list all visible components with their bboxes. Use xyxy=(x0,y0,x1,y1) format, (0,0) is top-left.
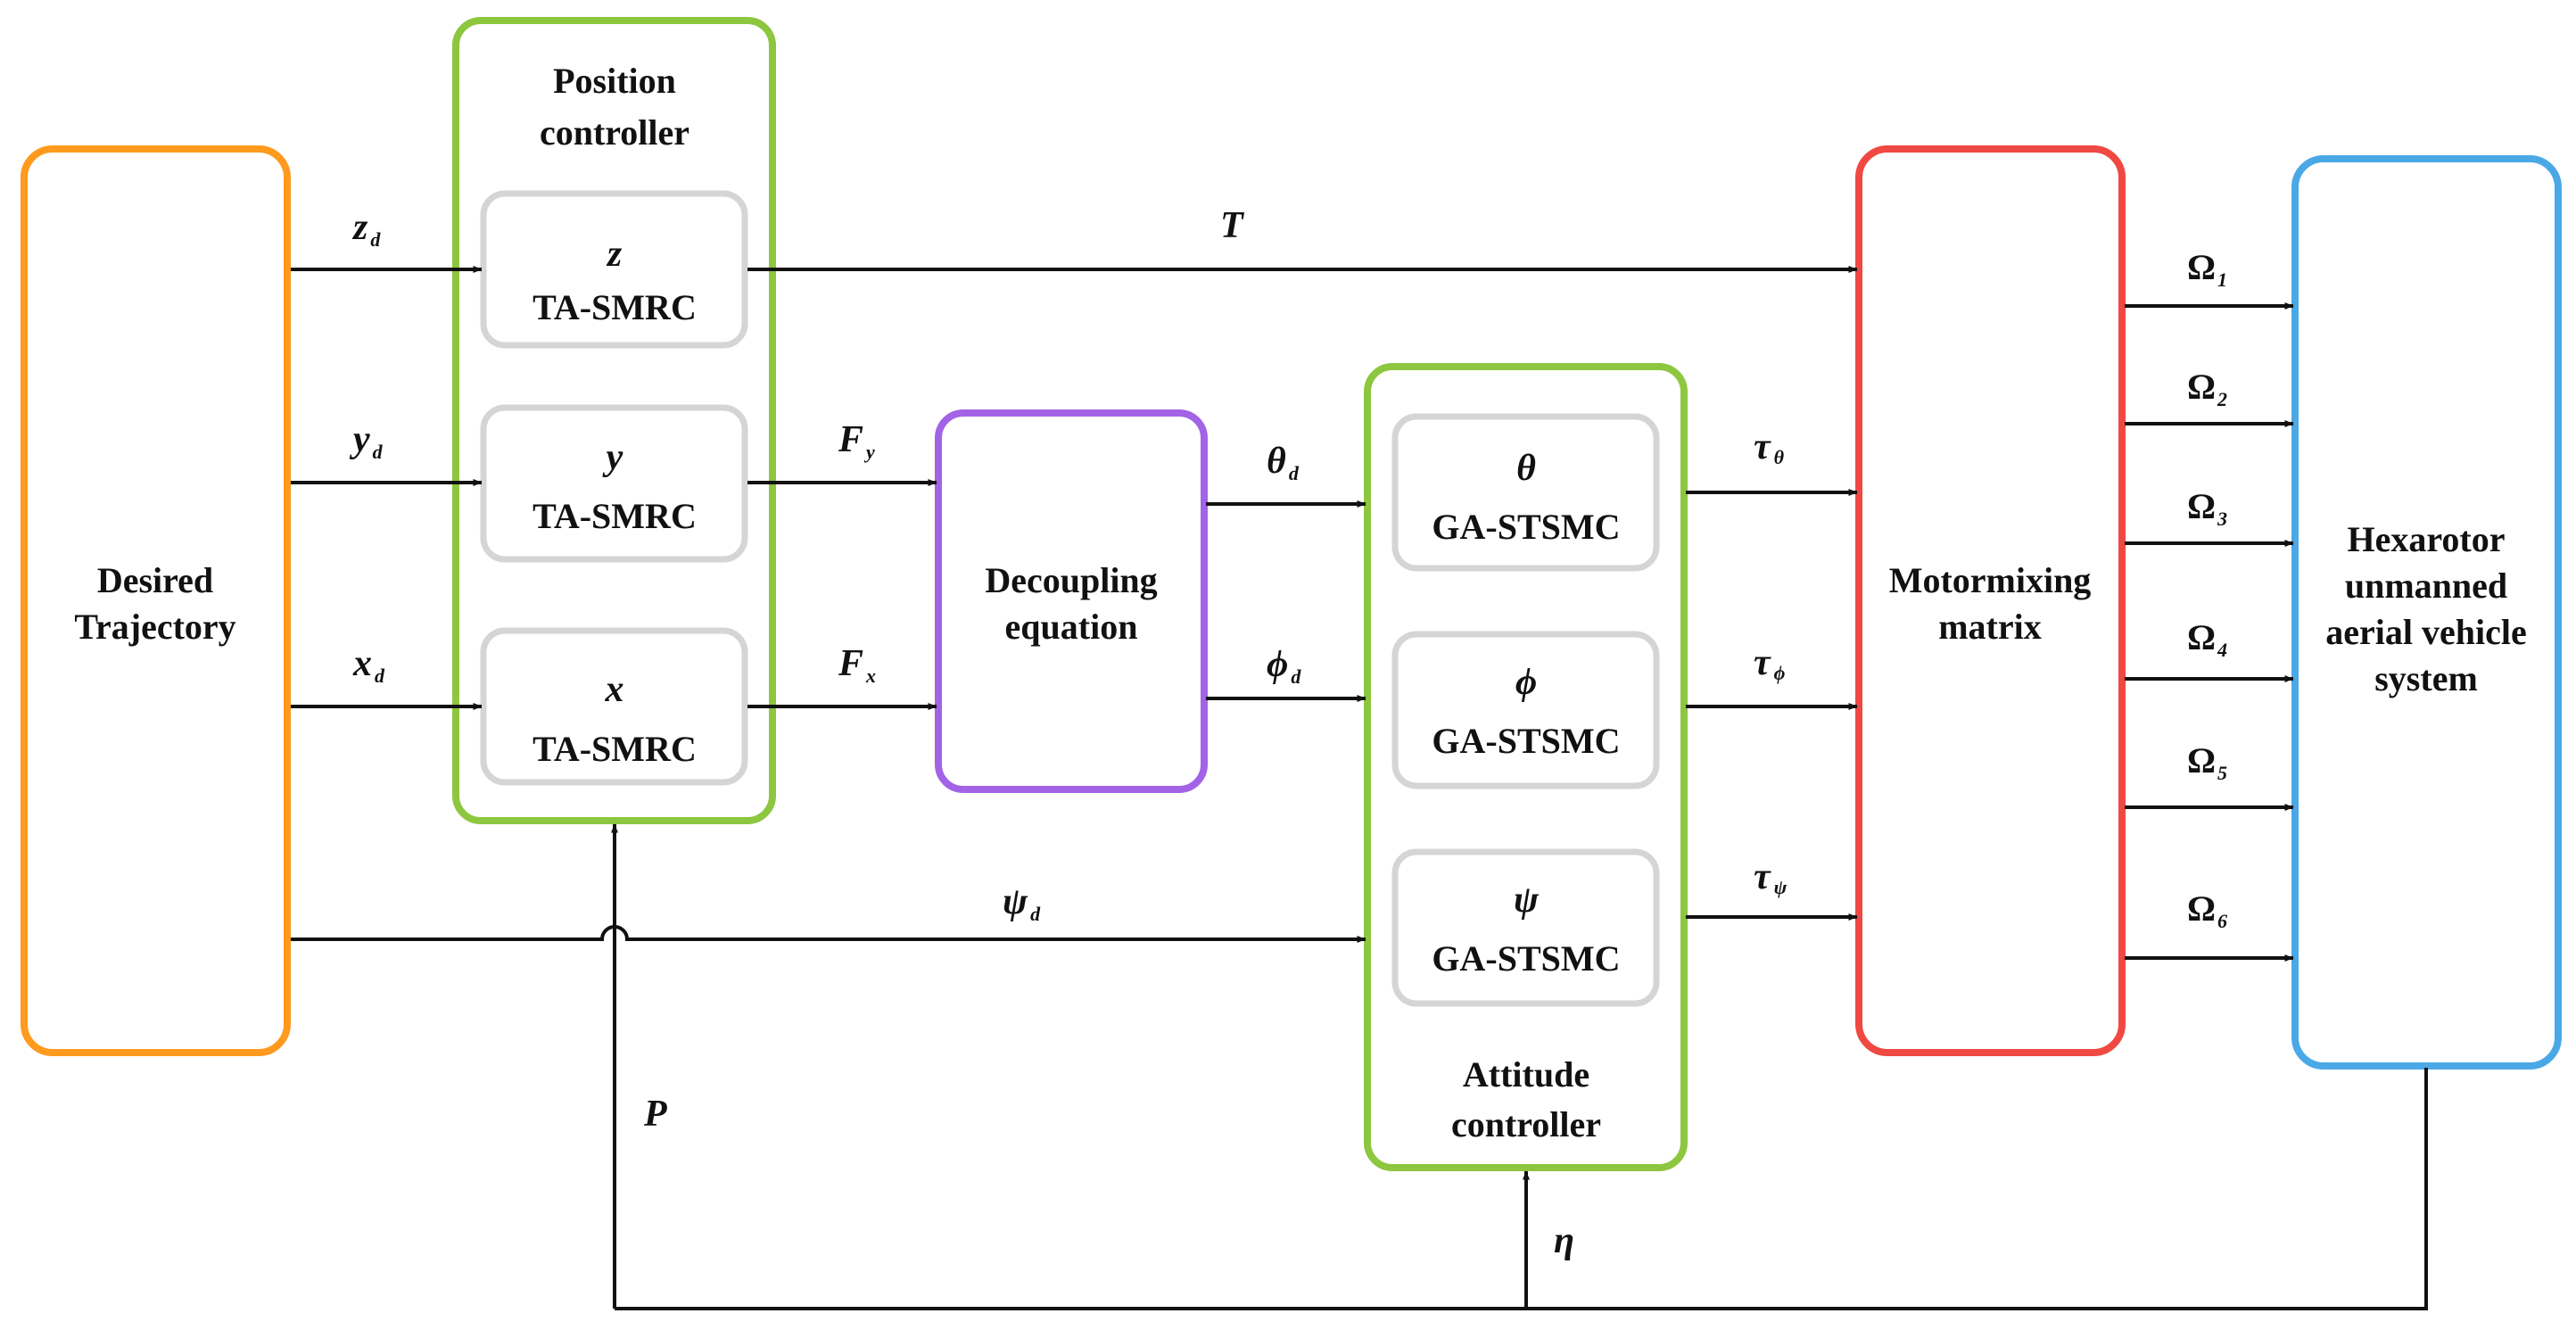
hexarotor-label-4: system xyxy=(2374,658,2478,698)
hexarotor-uav-block: Hexarotor unmanned aerial vehicle system xyxy=(2291,155,2562,1070)
feedback-line xyxy=(615,1068,2428,1310)
desired-trajectory-box xyxy=(21,145,291,1056)
motormixing-matrix-label-2: matrix xyxy=(1938,607,2042,647)
omega2-label: Ω2 xyxy=(2187,367,2227,410)
motormixing-matrix-block: Motormixing matrix xyxy=(1855,145,2126,1056)
y-ta-smrc-box xyxy=(480,404,748,563)
theta-ga-stsmc-box xyxy=(1391,413,1660,572)
motormixing-matrix-box xyxy=(1855,145,2126,1056)
phi-ga-stsmc-box xyxy=(1391,631,1660,789)
z-ta-smrc-block: z TA-SMRC xyxy=(480,190,748,349)
psi-ga-stsmc-block: ψ GA-STSMC xyxy=(1391,848,1660,1007)
eta-label: η xyxy=(1554,1220,1574,1261)
z-ta-smrc-variable: z xyxy=(606,234,623,275)
psi-ga-stsmc-variable: ψ xyxy=(1514,880,1540,921)
psi-ga-stsmc-box xyxy=(1391,848,1660,1007)
omega1-label: Ω1 xyxy=(2187,247,2227,291)
theta-ga-stsmc-block: θ GA-STSMC xyxy=(1391,413,1660,572)
z-ta-smrc-name: TA-SMRC xyxy=(533,287,697,327)
x-ta-smrc-variable: x xyxy=(605,669,624,710)
desired-trajectory-block: Desired Trajectory xyxy=(21,145,291,1056)
attitude-controller-title-2: controller xyxy=(1451,1104,1601,1144)
attitude-controller-title-1: Attitude xyxy=(1463,1054,1589,1095)
x-ta-smrc-name: TA-SMRC xyxy=(533,729,697,769)
thrust-label: T xyxy=(1220,205,1245,246)
y-ta-smrc-block: y TA-SMRC xyxy=(480,404,748,563)
omega6-label: Ω6 xyxy=(2187,888,2227,932)
hexarotor-label-1: Hexarotor xyxy=(2348,519,2506,559)
phi-ga-stsmc-block: ϕ GA-STSMC xyxy=(1391,631,1660,789)
position-controller-title-1: Position xyxy=(553,61,676,101)
decoupling-equation-label-2: equation xyxy=(1005,607,1138,647)
decoupling-equation-block: Decoupling equation xyxy=(935,409,1208,793)
desired-trajectory-label-2: Trajectory xyxy=(74,607,235,647)
decoupling-equation-label-1: Decoupling xyxy=(985,560,1157,600)
position-controller-title-2: controller xyxy=(540,112,689,153)
motormixing-matrix-label-1: Motormixing xyxy=(1889,560,2092,600)
psi-ga-stsmc-name: GA-STSMC xyxy=(1432,938,1620,979)
phi-ga-stsmc-name: GA-STSMC xyxy=(1432,721,1620,761)
z-ta-smrc-box xyxy=(480,190,748,349)
y-ta-smrc-name: TA-SMRC xyxy=(533,496,697,536)
hexarotor-label-3: aerial vehicle xyxy=(2325,612,2526,652)
phi-ga-stsmc-variable: ϕ xyxy=(1515,662,1537,703)
theta-ga-stsmc-name: GA-STSMC xyxy=(1432,507,1620,547)
p-label: P xyxy=(643,1094,667,1135)
omega4-label: Ω4 xyxy=(2187,617,2227,661)
position-controller-block: Position controller z TA-SMRC y TA-SMRC … xyxy=(452,17,776,824)
theta-ga-stsmc-variable: θ xyxy=(1516,448,1536,489)
attitude-controller-block: θ GA-STSMC ϕ GA-STSMC ψ GA-STSMC Attitud… xyxy=(1364,363,1688,1171)
decoupling-equation-box xyxy=(935,409,1208,793)
hexarotor-uav-box xyxy=(2291,155,2562,1070)
hexarotor-label-2: unmanned xyxy=(2345,566,2507,606)
omega3-label: Ω3 xyxy=(2187,486,2227,530)
desired-trajectory-label-1: Desired xyxy=(97,560,213,600)
x-ta-smrc-block: x TA-SMRC xyxy=(480,627,748,786)
x-ta-smrc-box xyxy=(480,627,748,786)
omega5-label: Ω5 xyxy=(2187,740,2227,784)
psid-arrow xyxy=(291,925,1366,943)
signal-wires xyxy=(291,266,2428,1310)
